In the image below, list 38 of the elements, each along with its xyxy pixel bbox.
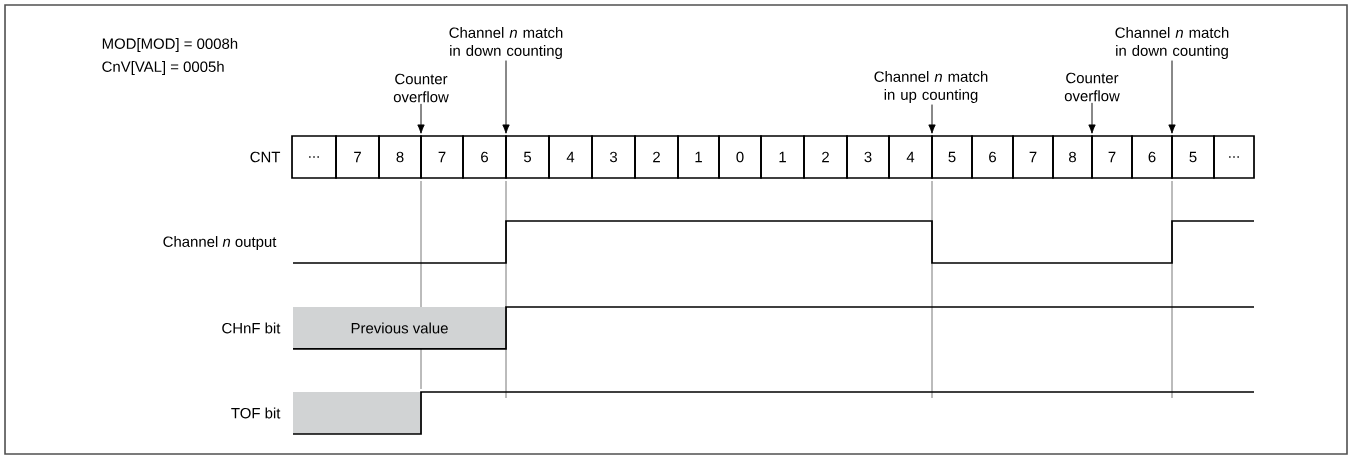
counter-cell: ... <box>1213 135 1255 179</box>
annotation-text: Channel n match in down counting <box>449 27 563 59</box>
counter-cell: 2 <box>803 135 848 179</box>
annotation-text: Channel n match in down counting <box>1115 27 1229 59</box>
counter-cell: 1 <box>677 135 720 179</box>
signal-label: MOD[MOD] = 0008h <box>102 38 238 52</box>
shaded-box <box>293 392 421 434</box>
counter-cell: 4 <box>888 135 933 179</box>
counter-cell: 1 <box>760 135 805 179</box>
counter-cell: 3 <box>591 135 636 179</box>
arrow <box>417 103 425 134</box>
value-box: Previous value <box>293 307 506 349</box>
signal-label: CnV[VAL] = 0005h <box>102 61 224 75</box>
counter-cell: 0 <box>718 135 762 179</box>
annotation-text: Counter overflow <box>393 73 449 103</box>
counter-cell: 6 <box>1131 135 1173 179</box>
counter-cell: 6 <box>971 135 1014 179</box>
counter-cell: 4 <box>548 135 593 179</box>
arrow <box>1168 60 1176 134</box>
counter-cell: 7 <box>335 135 380 179</box>
counter-cell: 8 <box>378 135 422 179</box>
counter-cell: 6 <box>462 135 507 179</box>
counter-cell: 3 <box>846 135 890 179</box>
counter-cell: 7 <box>420 135 464 179</box>
counter-cell: 8 <box>1052 135 1093 179</box>
counter-cell: 5 <box>505 135 550 179</box>
annotation-text: Counter overflow <box>1064 72 1120 102</box>
annotation-text: Channel n match in up counting <box>874 71 988 103</box>
counter-cell: 5 <box>931 135 973 179</box>
arrow <box>928 104 936 134</box>
arrow <box>1088 102 1096 134</box>
counter-cell: 5 <box>1171 135 1215 179</box>
counter-cell: 2 <box>634 135 679 179</box>
counter-cell: 7 <box>1091 135 1133 179</box>
counter-cell: 7 <box>1012 135 1054 179</box>
counter-cell: ... <box>291 135 337 179</box>
signal-label: Channel n output <box>163 236 277 250</box>
arrow <box>502 60 510 134</box>
